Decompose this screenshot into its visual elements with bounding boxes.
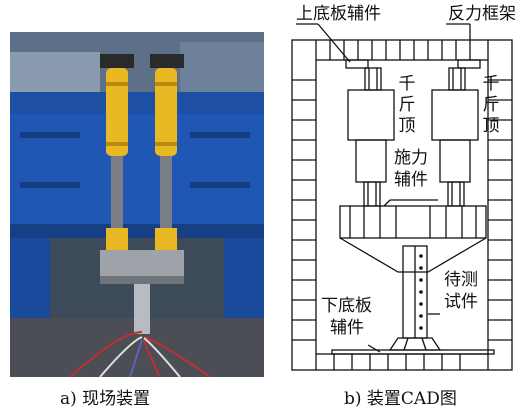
label-lower-base-2: 辅件 <box>330 318 364 338</box>
lower-base-plate <box>331 349 495 355</box>
frame-right-hatch <box>488 79 512 341</box>
caption-site-setup: a) 现场装置 <box>60 389 151 409</box>
label-jack-left-text: 千斤顶 <box>398 74 416 136</box>
jack-right-body <box>431 89 479 141</box>
label-reaction-frame: 反力框架 <box>448 4 516 24</box>
upper-base-plate-right <box>457 59 481 69</box>
label-jack-right: 千斤顶 <box>482 74 502 137</box>
label-upper-base-plate: 上底板辅件 <box>296 4 381 24</box>
caption-cad-drawing: b) 装置CAD图 <box>344 389 457 409</box>
frame-top-hatch <box>315 40 489 60</box>
jack-left-body <box>347 89 395 141</box>
leader-upper-base-b <box>317 23 351 63</box>
label-loading-aux-1: 施力 <box>394 148 428 168</box>
loading-attachment <box>339 205 487 239</box>
site-photo-drawing <box>10 32 264 377</box>
site-photo <box>10 32 264 377</box>
frame-left-hatch <box>292 79 316 341</box>
label-specimen-1: 待测 <box>444 270 478 290</box>
label-specimen-2: 试件 <box>444 292 478 312</box>
upper-base-plate-left <box>345 59 369 69</box>
label-lower-base-1: 下底板 <box>321 296 372 316</box>
label-loading-aux-2: 辅件 <box>394 170 428 190</box>
label-jack-left: 千斤顶 <box>398 74 418 137</box>
loading-attachment-taper <box>339 237 487 273</box>
leader-lower-base <box>367 344 381 353</box>
frame-bottom-hatch <box>315 354 489 370</box>
lower-base-attachment <box>388 337 442 351</box>
reaction-frame-outer <box>291 39 513 371</box>
label-jack-right-text: 千斤顶 <box>482 74 500 136</box>
